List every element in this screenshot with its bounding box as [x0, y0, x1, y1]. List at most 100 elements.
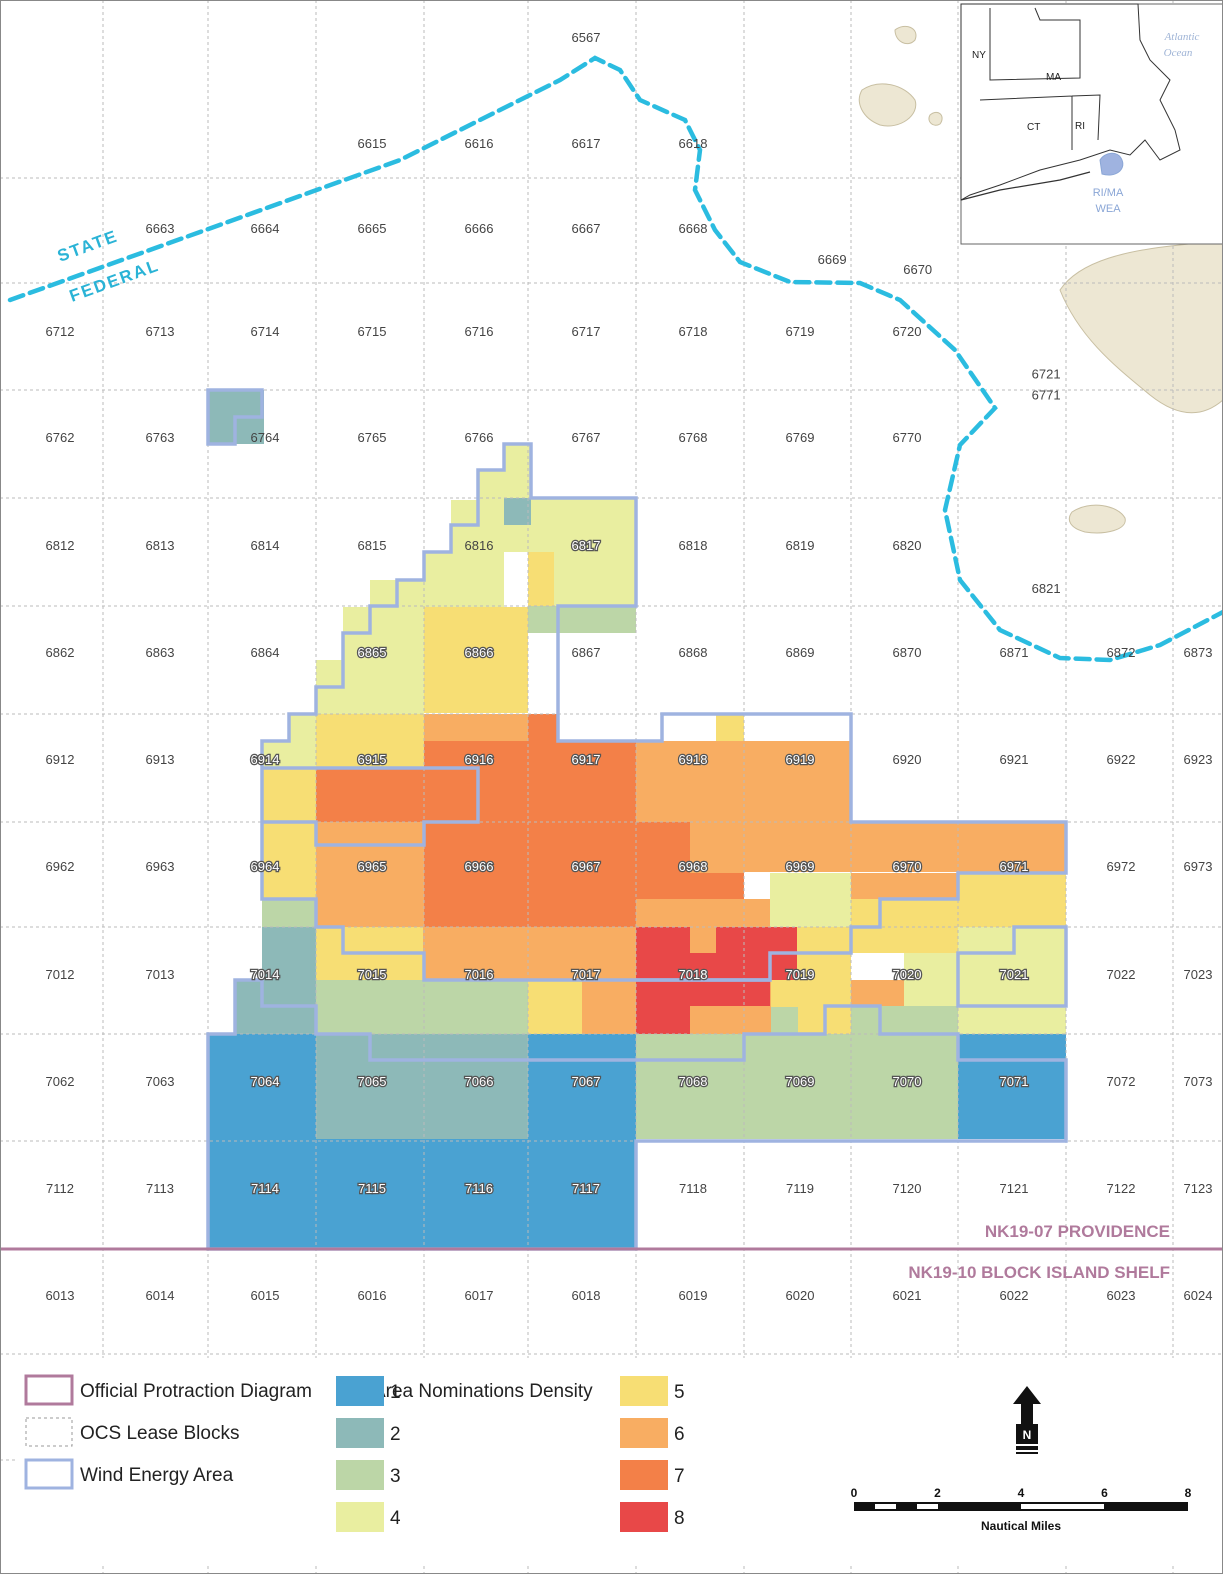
lease-block-label: 6862 — [46, 645, 75, 660]
wea-outline — [956, 925, 1068, 1008]
lease-block-label: 6815 — [358, 538, 387, 553]
lease-block-label: 7069 — [786, 1074, 815, 1089]
lease-block-label: 6963 — [146, 859, 175, 874]
scale-unit: Nautical Miles — [981, 1519, 1061, 1533]
lease-block-label: 6817 — [572, 538, 601, 553]
lease-block-label: 7020 — [893, 967, 922, 982]
lease-block-label: 6814 — [251, 538, 280, 553]
density-cell-5 — [424, 607, 528, 713]
inset-wea-label-2: WEA — [1095, 203, 1121, 215]
lease-block-label: 6014 — [146, 1288, 175, 1303]
legend-label-protraction: Official Protraction Diagram — [80, 1381, 312, 1402]
density-label-1: 1 — [390, 1382, 401, 1403]
lease-block-label: 6820 — [893, 538, 922, 553]
lease-block-label: 7022 — [1107, 967, 1136, 982]
scale-tick-label: 8 — [1185, 1486, 1192, 1500]
land-area — [858, 83, 917, 127]
density-label-6: 6 — [674, 1424, 685, 1445]
lease-block-label: 6972 — [1107, 859, 1136, 874]
inset-label-ma: MA — [1046, 72, 1061, 83]
density-cell-6 — [690, 822, 744, 876]
lease-block-label: 7118 — [679, 1181, 707, 1196]
density-cell-7 — [424, 741, 636, 927]
lease-block-label: 6868 — [679, 645, 708, 660]
density-cell-4 — [478, 470, 504, 500]
legend: Official Protraction Diagram OCS Lease B… — [16, 1358, 1222, 1563]
land-area — [1068, 504, 1126, 534]
density-cell-5 — [958, 873, 1066, 927]
lease-block-label: 6764 — [251, 430, 280, 445]
lease-block-label: 7014 — [251, 967, 280, 982]
density-cell-6 — [636, 741, 850, 822]
density-cell-1 — [208, 1034, 316, 1139]
lease-block-label: 7065 — [358, 1074, 387, 1089]
density-label-7: 7 — [674, 1466, 685, 1487]
protraction-label-south: NK19-10 BLOCK ISLAND SHELF — [908, 1263, 1170, 1282]
lease-block-label: 7013 — [146, 967, 175, 982]
lease-block-label: 6923 — [1184, 752, 1213, 767]
density-cell-8 — [636, 1006, 690, 1034]
lease-block-label: 7119 — [786, 1181, 814, 1196]
lease-block-label: 6769 — [786, 430, 815, 445]
lease-block-label: 6922 — [1107, 752, 1136, 767]
density-swatch-1 — [336, 1376, 384, 1406]
lease-block-label: 7116 — [465, 1181, 493, 1196]
lease-block-label: 7015 — [358, 967, 387, 982]
lease-block-label: 7073 — [1184, 1074, 1213, 1089]
north-arrow: N — [1013, 1386, 1041, 1454]
lease-block-label: 6819 — [786, 538, 815, 553]
legend-label-lease-blocks: OCS Lease Blocks — [80, 1423, 239, 1444]
inset-label-ct: CT — [1027, 122, 1040, 133]
density-label-3: 3 — [390, 1466, 401, 1487]
density-label-8: 8 — [674, 1508, 685, 1529]
scale-tick-label: 4 — [1018, 1486, 1025, 1500]
lease-block-label: 7062 — [46, 1074, 75, 1089]
lease-block-label: 6965 — [358, 859, 387, 874]
legend-swatch-wea — [24, 1458, 74, 1490]
lease-block-label: 6919 — [786, 752, 815, 767]
density-cell-4 — [424, 552, 504, 607]
lease-block-label: 6770 — [893, 430, 922, 445]
lease-block-label: 6618 — [679, 136, 708, 151]
density-cell-5 — [262, 768, 316, 822]
lease-block-label: 7018 — [679, 967, 708, 982]
lease-block-label: 6863 — [146, 645, 175, 660]
lease-block-label: 6718 — [679, 324, 708, 339]
lease-block-label: 7114 — [251, 1181, 279, 1196]
lease-block-label: 6870 — [893, 645, 922, 660]
density-label-4: 4 — [390, 1508, 401, 1529]
lease-block-label: 6913 — [146, 752, 175, 767]
density-cell-7 — [690, 873, 744, 899]
lease-block-label: 6866 — [465, 645, 494, 660]
lease-block-label: 6813 — [146, 538, 175, 553]
lease-block-label: 7019 — [786, 967, 815, 982]
density-swatch-8 — [620, 1502, 668, 1532]
lease-block-label: 6873 — [1184, 645, 1213, 660]
inset-wea-label-1: RI/MA — [1093, 187, 1124, 199]
lease-block-label: 7117 — [572, 1181, 600, 1196]
lease-block-label: 7072 — [1107, 1074, 1136, 1089]
wind-energy-area-outlines — [206, 388, 1068, 1251]
lease-block-label: 6762 — [46, 430, 75, 445]
lease-block-label: 6715 — [358, 324, 387, 339]
north-arrow-label: N — [1023, 1428, 1032, 1442]
density-cell-6 — [316, 822, 424, 927]
wea-outline — [206, 978, 1068, 1251]
density-cell-5 — [716, 714, 744, 741]
lease-block-label: 6921 — [1000, 752, 1029, 767]
lease-block-label: 6771 — [1032, 388, 1061, 403]
lease-block-label: 6812 — [46, 538, 75, 553]
inset-label-ny: NY — [972, 50, 986, 61]
lease-block-label: 6720 — [893, 324, 922, 339]
lease-block-label: 6915 — [358, 752, 387, 767]
inset-ocean-label-2: Ocean — [1164, 47, 1193, 59]
lease-block-label: 6017 — [465, 1288, 494, 1303]
density-label-2: 2 — [390, 1424, 401, 1445]
lease-block-label: 6670 — [903, 262, 932, 277]
density-swatch-4 — [336, 1502, 384, 1532]
density-cell-4 — [770, 873, 851, 927]
density-cell-1 — [528, 1034, 636, 1139]
